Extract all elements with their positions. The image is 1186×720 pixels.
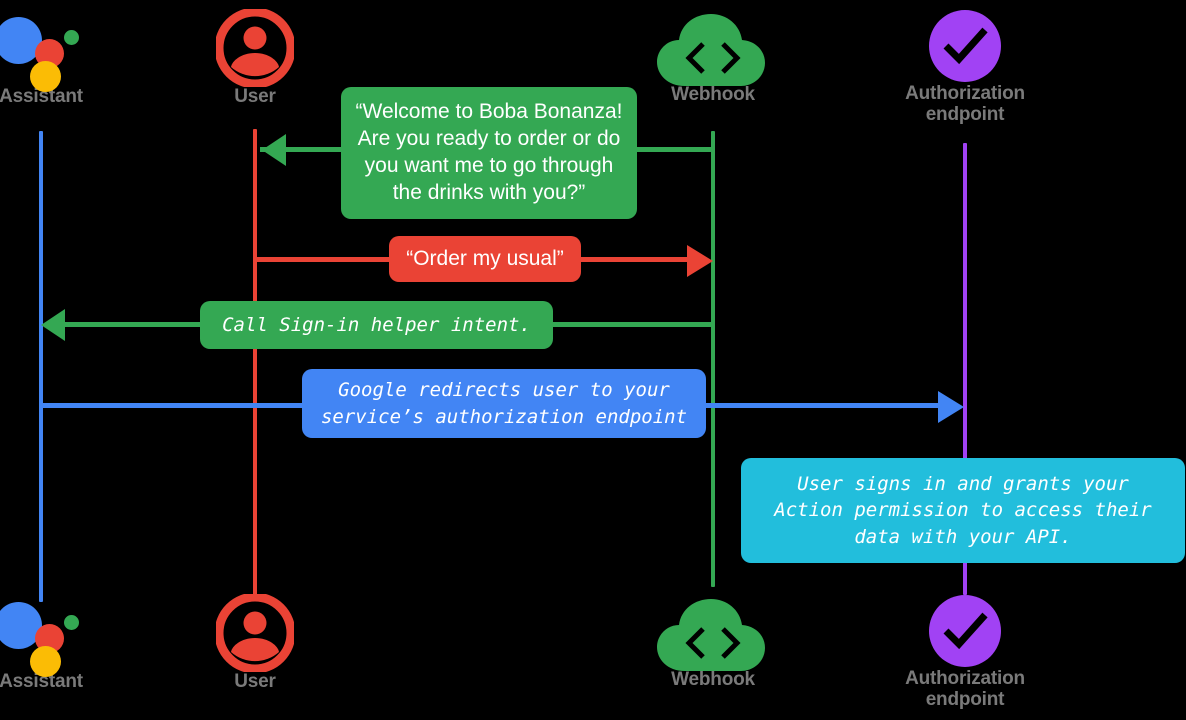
actor-webhook-top: Webhook <box>623 4 803 105</box>
lifeline-user <box>253 129 257 600</box>
user-avatar-icon <box>165 6 345 87</box>
actor-auth-top: Authorization endpoint <box>875 3 1055 126</box>
user-avatar-icon-bottom <box>165 591 345 672</box>
message-text-user-grants: User signs in and grants your Action per… <box>774 473 1152 548</box>
actor-label-user: User <box>234 86 276 107</box>
purple-check-circle-icon <box>875 3 1055 83</box>
arrowhead-welcome-left <box>262 134 286 166</box>
message-bubble-redirect: Google redirects user to your service’s … <box>302 369 706 438</box>
message-text-order: “Order my usual” <box>406 246 564 270</box>
arrowhead-signin-left <box>41 309 65 341</box>
purple-check-circle-svg <box>929 10 1001 82</box>
actor-label-auth: Authorization endpoint <box>905 83 1025 126</box>
lifeline-webhook <box>711 131 715 587</box>
google-assistant-icon-bottom <box>0 591 131 677</box>
actor-label-webhook: Webhook <box>671 84 755 105</box>
actor-user-bottom: User <box>165 591 345 692</box>
message-bubble-welcome: “Welcome to Boba Bonanza! Are you ready … <box>341 87 637 219</box>
assistant-dot-yellow <box>30 61 61 92</box>
actor-auth-bottom: Authorization endpoint <box>875 588 1055 711</box>
purple-check-circle-svg-bottom <box>929 595 1001 667</box>
purple-check-circle-icon-bottom <box>875 588 1055 668</box>
google-assistant-icon <box>0 6 131 92</box>
lifeline-auth <box>963 143 967 595</box>
message-text-redirect: Google redirects user to your service’s … <box>320 379 688 428</box>
user-avatar-svg-bottom <box>216 594 294 672</box>
cloud-code-svg-bottom <box>657 599 765 671</box>
cloud-code-icon-bottom <box>623 589 803 671</box>
lifeline-assistant <box>39 131 43 602</box>
arrowhead-order-right <box>687 245 713 277</box>
assistant-dot-green <box>64 615 79 630</box>
cloud-code-svg <box>657 14 765 86</box>
actor-label-assistant: Assistant <box>0 86 83 107</box>
user-avatar-svg <box>216 9 294 87</box>
message-bubble-order: “Order my usual” <box>389 236 581 282</box>
message-bubble-user-grants: User signs in and grants your Action per… <box>741 458 1185 563</box>
actor-assistant-top: Assistant <box>0 6 131 107</box>
actor-user-top: User <box>165 6 345 107</box>
assistant-dot-green <box>64 30 79 45</box>
actor-label-auth-bottom: Authorization endpoint <box>905 668 1025 711</box>
arrowhead-redirect-right <box>938 391 964 423</box>
actor-label-user-bottom: User <box>234 671 276 692</box>
assistant-dot-yellow <box>30 646 61 677</box>
actor-assistant-bottom: Assistant <box>0 591 131 692</box>
cloud-code-icon <box>623 4 803 86</box>
actor-label-assistant-bottom: Assistant <box>0 671 83 692</box>
message-text-welcome: “Welcome to Boba Bonanza! Are you ready … <box>355 100 623 204</box>
message-bubble-signin: Call Sign-in helper intent. <box>200 301 553 349</box>
actor-webhook-bottom: Webhook <box>623 589 803 690</box>
message-text-signin: Call Sign-in helper intent. <box>222 313 531 336</box>
actor-label-webhook-bottom: Webhook <box>671 669 755 690</box>
